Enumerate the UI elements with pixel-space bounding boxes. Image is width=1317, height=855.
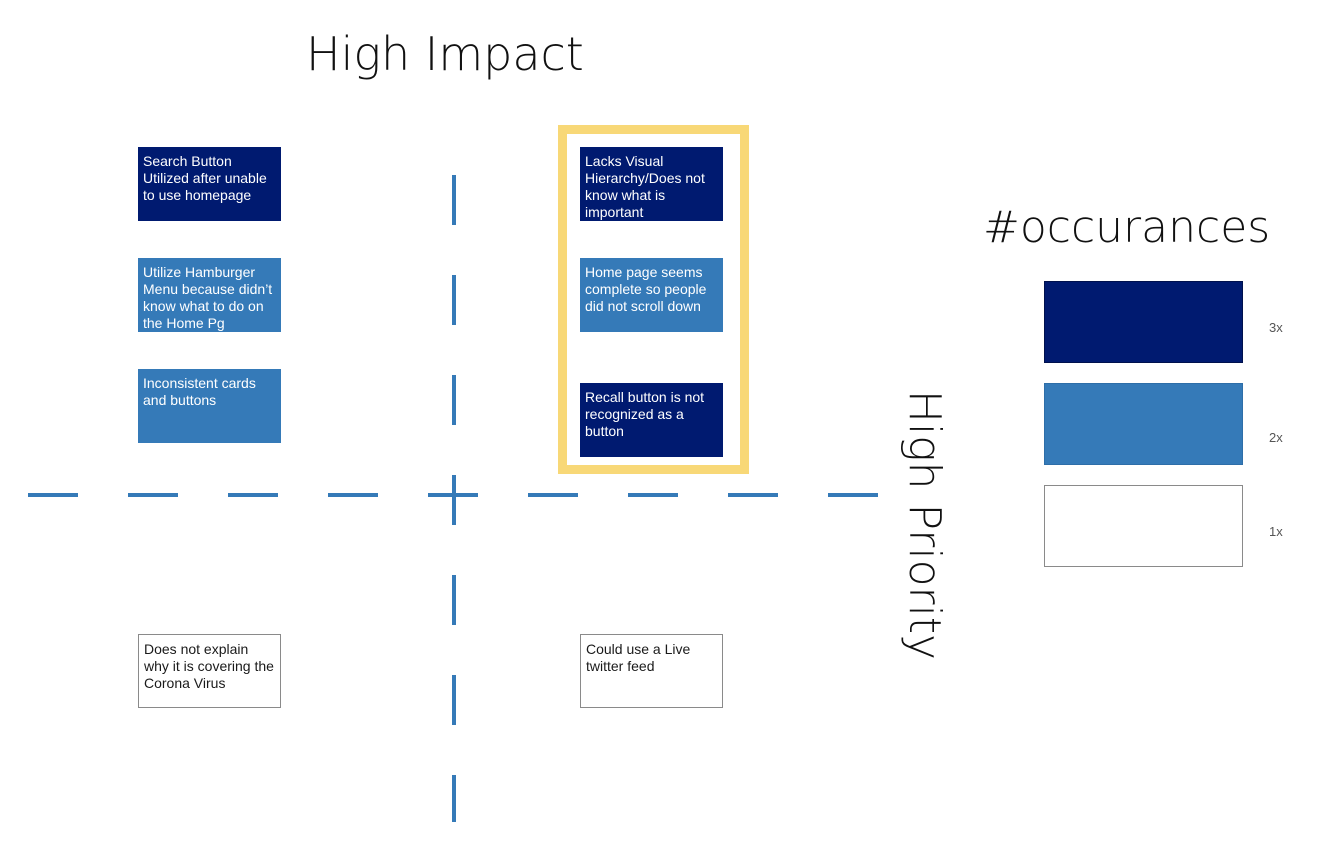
legend-swatch-1x (1044, 485, 1243, 567)
issue-card-search-button[interactable]: Search Button Utilized after unable to u… (138, 147, 281, 221)
issue-card-hamburger-menu[interactable]: Utilize Hamburger Menu because didn’t kn… (138, 258, 281, 332)
legend-swatch-3x (1044, 281, 1243, 363)
legend-label-1x: 1x (1269, 524, 1283, 539)
issue-card-home-page-complete[interactable]: Home page seems complete so people did n… (580, 258, 723, 332)
high-impact-title: High Impact (306, 27, 584, 81)
issue-card-recall-button[interactable]: Recall button is not recognized as a but… (580, 383, 723, 457)
issue-card-inconsistent-cards[interactable]: Inconsistent cards and buttons (138, 369, 281, 443)
issue-card-corona-virus[interactable]: Does not explain why it is covering the … (138, 634, 281, 708)
issue-card-twitter-feed[interactable]: Could use a Live twitter feed (580, 634, 723, 708)
legend-title: #occurances (983, 202, 1271, 253)
issue-card-visual-hierarchy[interactable]: Lacks Visual Hierarchy/Does not know wha… (580, 147, 723, 221)
high-priority-highlight-box (558, 125, 749, 474)
legend-label-2x: 2x (1269, 430, 1283, 445)
legend-swatch-2x (1044, 383, 1243, 465)
legend-label-3x: 3x (1269, 320, 1283, 335)
